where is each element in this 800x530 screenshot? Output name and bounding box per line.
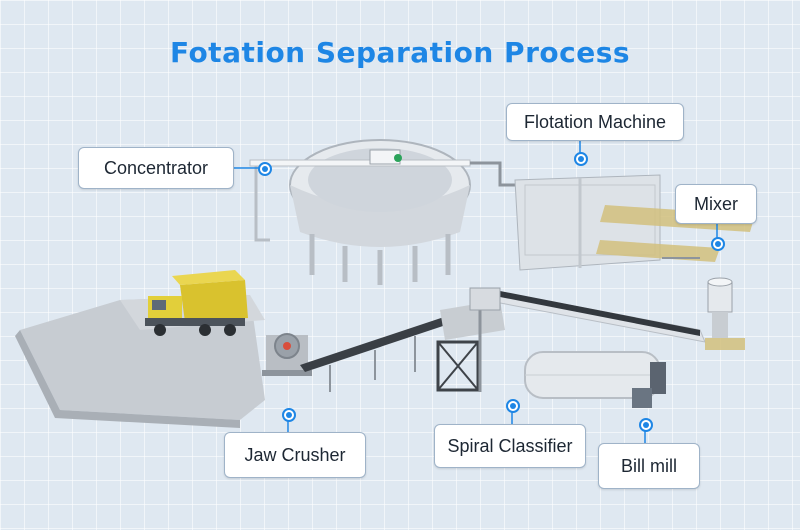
jaw-crusher-illustration [262, 333, 312, 376]
mixer-callout: Mixer [675, 184, 757, 224]
mixer-marker-icon [711, 237, 725, 251]
jaw-crusher-callout: Jaw Crusher [224, 432, 366, 478]
flotation-machine-illustration [514, 174, 755, 271]
concentrator-callout: Concentrator [78, 147, 234, 189]
steel-frame-illustration [436, 300, 505, 392]
dump-truck-illustration [145, 270, 248, 336]
concentrator-illustration [249, 139, 515, 285]
feed-conveyor-illustration [300, 315, 455, 392]
spiral-classifier-marker-icon [506, 399, 520, 413]
flotation-machine-callout: Flotation Machine [506, 103, 684, 141]
page-title: Fotation Separation Process [169, 36, 631, 69]
bill-mill-marker-icon [639, 418, 653, 432]
flotation-machine-marker-icon [574, 152, 588, 166]
concentrator-marker-icon [258, 162, 272, 176]
mixer-illustration [705, 277, 745, 350]
spiral-classifier-callout: Spiral Classifier [434, 424, 586, 468]
ball-mill-illustration [524, 351, 666, 408]
jaw-crusher-marker-icon [282, 408, 296, 422]
bill-mill-callout: Bill mill [598, 443, 700, 489]
spiral-classifier-illustration [469, 287, 706, 392]
